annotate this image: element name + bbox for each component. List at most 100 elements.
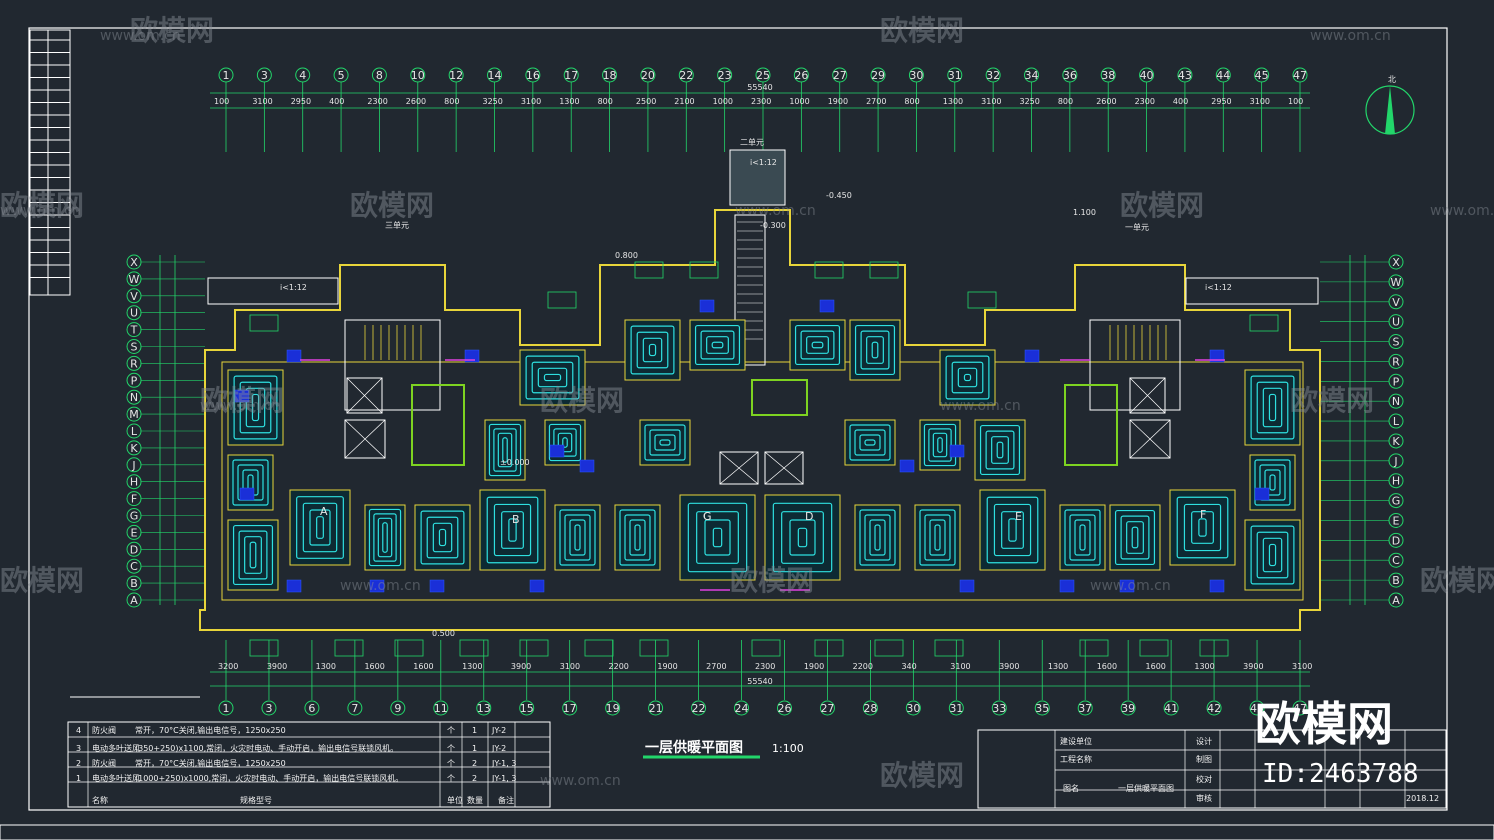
slope-note: i<1:12 [750, 158, 777, 167]
heating-pipe-loop [316, 516, 324, 539]
unit-label: F [1200, 508, 1206, 521]
heating-pipe-loop [373, 513, 397, 562]
drawing-scale: 1:100 [772, 742, 804, 755]
tag-box [249, 639, 279, 657]
heating-pipe-loop [644, 424, 686, 461]
dimension-label-top: 1000 [713, 97, 733, 106]
elevation-mark: 0.500 [432, 629, 455, 638]
heating-coil [974, 419, 1026, 481]
grid-bubble [1100, 67, 1116, 83]
heating-coil [854, 504, 901, 571]
heating-coil [914, 504, 961, 571]
legend-header: 数量 [467, 795, 483, 805]
heating-pipe-loop [630, 325, 675, 375]
heating-pipe-loop [789, 519, 816, 556]
legend-cell: 2 [472, 759, 477, 768]
room-outline [689, 319, 746, 371]
heating-pipe-loop [654, 434, 676, 451]
grid-label-right: N [1392, 395, 1400, 408]
grid-label-top: 29 [871, 69, 885, 82]
heating-pipe-loop [501, 511, 524, 549]
ac-unit [1254, 487, 1270, 501]
dimension-label-top: 2500 [636, 97, 656, 106]
legend-cell: 电动多叶送风 [92, 773, 140, 783]
heating-pipe-loop [508, 518, 517, 542]
grid-bubble [256, 67, 272, 83]
grid-bubble [563, 67, 579, 83]
heating-pipe-loop [1126, 521, 1144, 554]
grid-label-top: 17 [564, 69, 578, 82]
watermark-site-text: www.om.cn [1310, 28, 1391, 44]
shaft-outline [1064, 384, 1118, 466]
legend-cell: (1000+250)x1000,常闭，火灾时电动、手动开启，输出电信号联锁风机。 [135, 773, 403, 783]
legend-cell: JY-2 [491, 744, 506, 753]
room-outline [364, 504, 406, 571]
tag-box [547, 291, 577, 309]
legend-cell: 1 [76, 774, 81, 783]
heating-pipe-loop [924, 514, 951, 561]
watermark-site-text: www.om.cn [735, 203, 816, 219]
heating-pipe-loop [963, 373, 972, 382]
heating-coil [414, 504, 471, 571]
grid-label-top: 30 [909, 69, 923, 82]
heating-pipe-loop [438, 528, 447, 547]
watermark-site-text: www.om.cn [1090, 578, 1171, 594]
heating-pipe-loop [951, 361, 984, 394]
heating-pipe-loop [531, 361, 574, 394]
room-outline [974, 419, 1026, 481]
grid-bubble [1206, 700, 1222, 716]
room-outline [484, 419, 526, 481]
elevator-shaft [1129, 377, 1166, 414]
heating-pipe-loop [525, 355, 580, 400]
grid-bubble [870, 67, 886, 83]
heating-coil [639, 419, 691, 466]
grid-bubble [648, 700, 664, 716]
grid-bubble [793, 67, 809, 83]
elevator-shaft [344, 419, 386, 459]
heating-pipe-loop [860, 330, 890, 370]
stair-core [344, 319, 441, 411]
grid-label-left: E [131, 526, 138, 539]
tag-box [1079, 639, 1109, 657]
heating-pipe-loop [1256, 381, 1289, 434]
grid-bubble [487, 67, 502, 83]
grid-label-top: 40 [1140, 69, 1154, 82]
dimension-label-top: 2950 [1211, 97, 1231, 106]
tag-box [751, 639, 781, 657]
grid-label-bottom: 24 [735, 702, 749, 715]
elevation-mark: ±0.000 [500, 458, 530, 467]
ramp [207, 277, 339, 305]
grid-bubble [602, 67, 618, 83]
tag-box [584, 639, 614, 657]
heating-pipe-loop [559, 509, 596, 566]
legend-cell: 个 [447, 744, 455, 753]
shaft-outline [751, 379, 808, 416]
grid-label-right: V [1392, 296, 1400, 309]
watermark-logo-text: 欧模网 [1420, 564, 1494, 597]
heating-pipe-loop [1074, 519, 1091, 556]
grid-label-left: R [130, 357, 138, 370]
grid-label-right: U [1392, 316, 1400, 329]
grid-label-right: C [1392, 554, 1400, 567]
dimension-label-top: 800 [904, 97, 919, 106]
grid-label-left: A [130, 594, 138, 607]
heating-pipe-loop [649, 429, 681, 456]
grid-bubble [776, 700, 792, 716]
room-outline [519, 349, 586, 406]
heating-pipe-loop [711, 341, 724, 349]
slope-note: i<1:12 [280, 283, 307, 292]
elevation-mark: 0.800 [615, 251, 638, 260]
grid-label-top: 38 [1101, 69, 1115, 82]
heating-pipe-loop [700, 330, 735, 360]
ac-unit [1059, 579, 1075, 593]
tag-box [639, 639, 669, 657]
grid-bubble [519, 700, 535, 716]
heating-pipe-loop [562, 437, 568, 448]
grid-bubble [1139, 67, 1155, 83]
heating-pipe-loop [1198, 518, 1207, 537]
grid-label-top: 12 [449, 69, 463, 82]
elevator-cross [764, 451, 804, 485]
heating-pipe-loop [642, 337, 663, 363]
heating-coil [227, 369, 284, 446]
grid-bubble [605, 700, 621, 716]
